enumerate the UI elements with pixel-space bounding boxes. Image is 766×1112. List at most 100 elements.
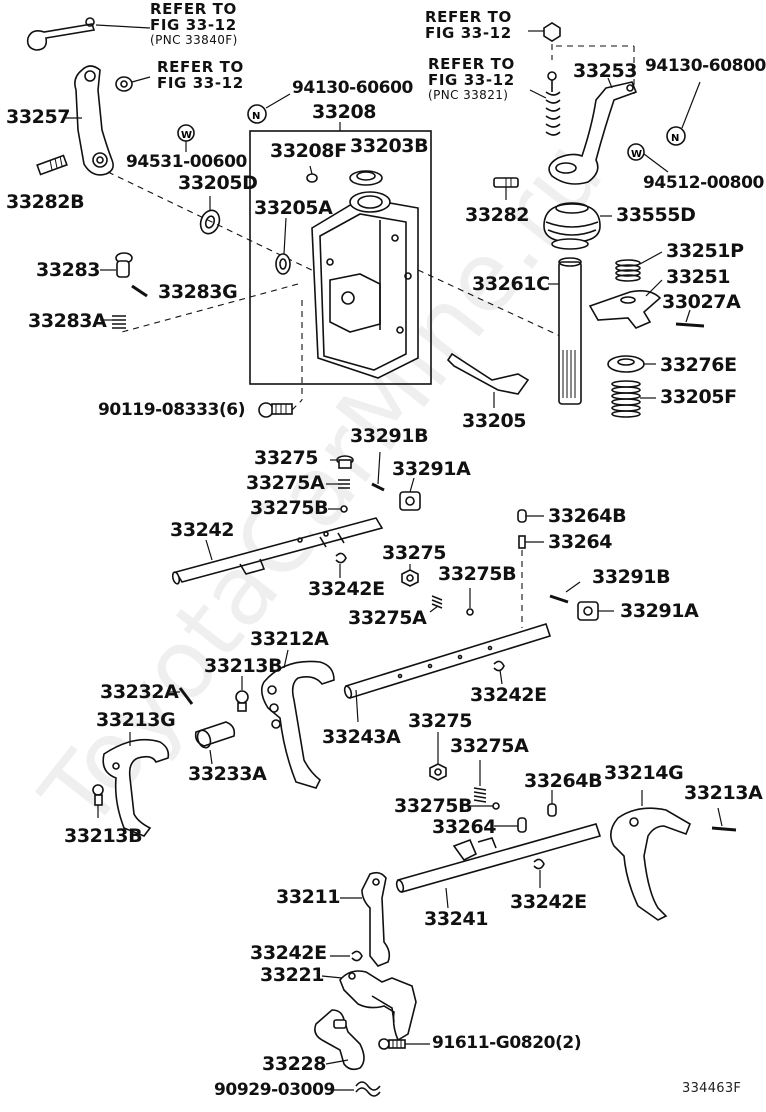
ref-2-line2: FIG 33-12 <box>157 73 244 92</box>
ref-4-line1: REFER TO <box>428 55 515 73</box>
seal-33205a <box>275 253 291 275</box>
spring-33275a-a <box>326 479 350 489</box>
ref-3-line1: REFER TO <box>425 8 512 26</box>
svg-text:W: W <box>181 130 192 141</box>
fork-33214g <box>610 790 691 921</box>
bolt-33283 <box>100 252 133 278</box>
part-label-33232a: 33232A <box>100 681 179 703</box>
part-label-90119-08333: 90119-08333(6) <box>98 400 246 420</box>
part-label-94512-00800: 94512-00800 <box>643 173 764 193</box>
svg-text:N: N <box>252 111 260 122</box>
pin-33264b-c <box>547 790 557 817</box>
pin-33291b-a <box>371 451 385 492</box>
part-label-33264-top: 33264 <box>548 531 613 553</box>
ref-2-line1: REFER TO <box>157 58 244 76</box>
shaft-33261c <box>548 257 582 405</box>
pin-33264b-top <box>517 509 544 523</box>
part-label-33275a-b: 33275A <box>348 607 427 629</box>
part-label-33242e-a: 33242E <box>308 578 385 600</box>
cap-33203b <box>349 170 383 186</box>
spring-33205f <box>611 380 656 418</box>
part-label-33261c: 33261C <box>472 273 550 295</box>
part-label-94531-00600: 94531-00600 <box>126 152 247 172</box>
block-33291a-a <box>399 477 421 511</box>
svg-text:W: W <box>631 149 642 160</box>
part-label-33213b-a: 33213B <box>204 655 283 677</box>
part-label-33275a-c: 33275A <box>450 735 529 757</box>
part-label-33291a-a: 33291A <box>392 458 471 480</box>
clip-33242e-c <box>533 858 545 888</box>
clip-33208f <box>306 173 318 183</box>
pin-33291b-b <box>549 581 581 604</box>
rail-33243a <box>343 623 552 723</box>
nut-94130-60800: N <box>666 81 701 146</box>
part-label-33242e-b: 33242E <box>470 684 547 706</box>
part-label-33276e: 33276E <box>660 354 737 376</box>
fork-33212a <box>260 649 335 789</box>
plug-33275-a <box>330 455 354 469</box>
pin-33283g <box>131 284 148 298</box>
part-label-33203b: 33203B <box>350 135 429 157</box>
part-label-33291a-b: 33291A <box>620 600 699 622</box>
ref-1: REFER TO FIG 33-12 (PNC 33840F) <box>150 0 238 47</box>
plug-33275-c <box>429 732 447 781</box>
part-label-33275b-a: 33275B <box>250 497 329 519</box>
part-label-33212a: 33212A <box>250 628 329 650</box>
part-label-33213a: 33213A <box>684 782 763 804</box>
part-label-33264b-c: 33264B <box>524 770 603 792</box>
part-label-33027a: 33027A <box>662 291 741 313</box>
part-label-94130-60600: 94130-60600 <box>292 78 413 98</box>
part-label-33291b-a: 33291B <box>350 425 429 447</box>
nut-ref3 <box>528 22 635 94</box>
ref-1-pnc: (PNC 33840F) <box>150 32 238 47</box>
lever-33221 <box>321 970 417 1042</box>
part-label-33208f: 33208F <box>270 140 347 162</box>
lever-33253 <box>548 77 638 185</box>
boot-33555d <box>543 202 612 250</box>
part-label-33208: 33208 <box>312 101 377 123</box>
part-label-33275b-c: 33275B <box>394 795 473 817</box>
block-33291a-b <box>577 601 614 621</box>
part-label-33275b-b: 33275B <box>438 563 517 585</box>
ref-1-line1: REFER TO <box>150 0 237 18</box>
ref-3: REFER TO FIG 33-12 <box>425 8 512 42</box>
pin-33264-top <box>518 535 544 628</box>
clip-33242e-a <box>335 552 347 578</box>
pin-33232a <box>170 687 194 705</box>
part-label-33205d: 33205D <box>178 172 258 194</box>
bolt-91611 <box>378 1038 430 1050</box>
bolt-33213b-b <box>92 784 104 818</box>
ball-33275b-b <box>466 608 474 616</box>
seal-33205d <box>199 196 221 235</box>
part-label-33243a: 33243A <box>322 726 401 748</box>
part-label-33283: 33283 <box>36 259 101 281</box>
part-label-33264b-top: 33264B <box>548 505 627 527</box>
part-label-33275-b: 33275 <box>382 542 447 564</box>
ref-1-line2: FIG 33-12 <box>150 15 237 34</box>
ref-4: REFER TO FIG 33-12 (PNC 33821) <box>428 55 515 101</box>
part-label-33205f: 33205F <box>660 386 737 408</box>
part-label-33282b: 33282B <box>6 191 85 213</box>
figure-code: 334463F <box>682 1081 742 1096</box>
part-label-33211: 33211 <box>276 886 341 908</box>
part-label-33242e-c: 33242E <box>510 891 587 913</box>
ref-3-line2: FIG 33-12 <box>425 23 512 42</box>
ball-33275b-a <box>340 505 348 513</box>
part-label-33275-c: 33275 <box>408 710 473 732</box>
lever-33211 <box>340 871 391 967</box>
part-label-33264-c: 33264 <box>432 816 497 838</box>
part-label-33283a: 33283A <box>28 310 107 332</box>
clip-33242e-d <box>330 950 363 962</box>
spring-33283a <box>100 315 126 329</box>
part-label-33233a: 33233A <box>188 763 267 785</box>
nut-ref2 <box>115 76 151 92</box>
part-label-33291b-b: 33291B <box>592 566 671 588</box>
part-label-91611-g0820: 91611-G0820(2) <box>432 1033 582 1053</box>
spring-33275a-b <box>429 595 443 613</box>
part-label-33205: 33205 <box>462 410 527 432</box>
pin-33027a <box>675 309 705 328</box>
part-label-33205a: 33205A <box>254 197 333 219</box>
part-label-33275a-a: 33275A <box>246 472 325 494</box>
lever-33228 <box>314 1009 365 1071</box>
